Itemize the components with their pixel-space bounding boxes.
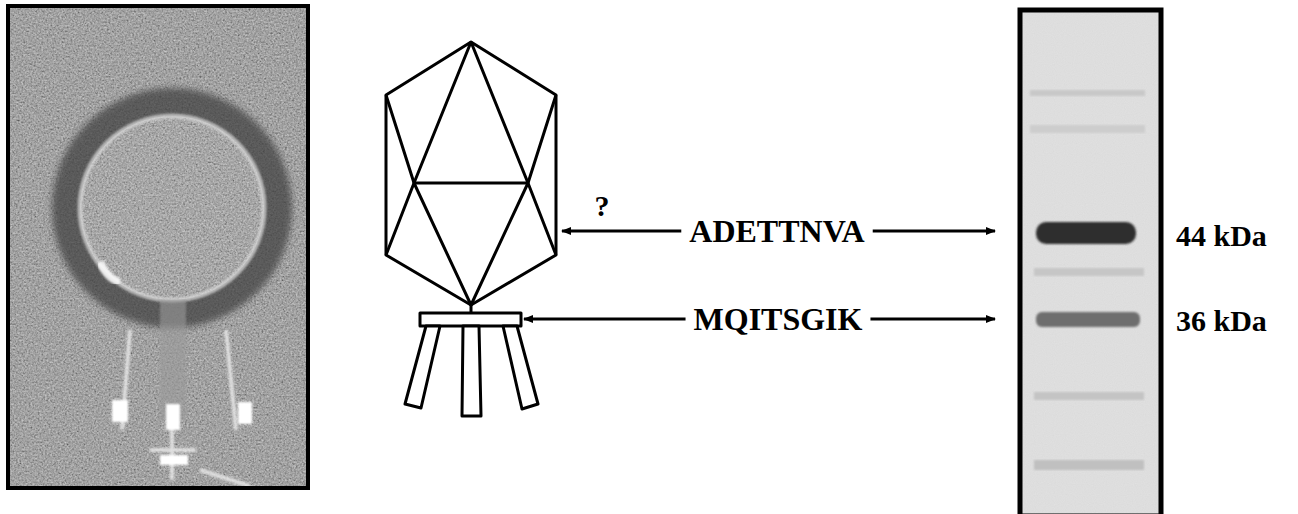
mass-label: 44 kDa: [1176, 221, 1267, 251]
mass-label: 36 kDa: [1176, 306, 1267, 336]
em-micrograph: [8, 6, 308, 488]
leader-arrow: [873, 230, 995, 233]
sequence-label: MQITSGIK: [694, 303, 863, 335]
gel-lane: [1020, 10, 1161, 514]
leader-arrow: [524, 318, 686, 321]
leader-arrow: [870, 318, 995, 321]
leader-arrow: [562, 230, 681, 233]
sequence-label: ADETTNVA: [689, 215, 864, 247]
question-mark: ?: [595, 191, 610, 221]
phage-schematic: [386, 42, 556, 416]
